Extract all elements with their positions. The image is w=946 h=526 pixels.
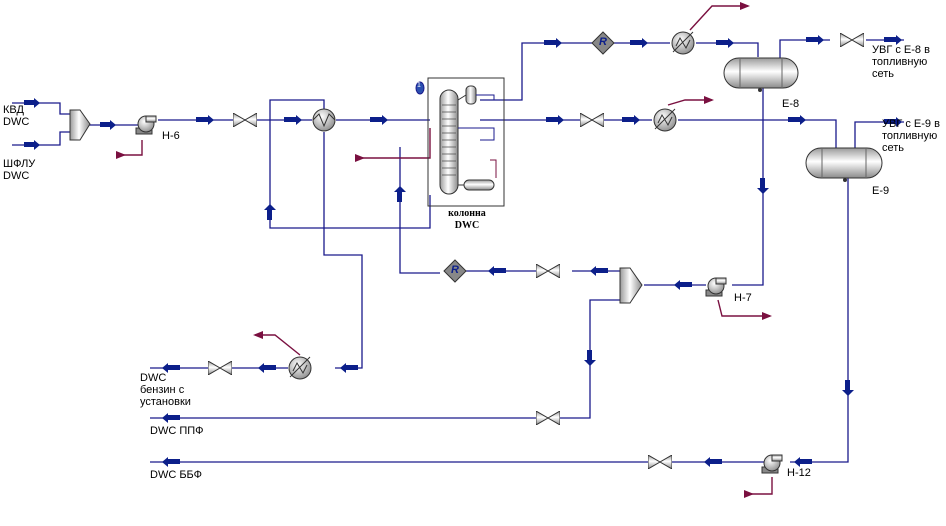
- label-h7: Н-7: [734, 292, 752, 304]
- pump-h7[interactable]: [705, 277, 727, 297]
- heat-exchanger-1[interactable]: [312, 108, 336, 132]
- valve-4[interactable]: [536, 264, 560, 278]
- separator-e9[interactable]: [805, 147, 883, 182]
- recycle-1-label: R: [599, 36, 607, 48]
- valve-3[interactable]: [840, 33, 864, 47]
- label-shflu: ШФЛУ DWC: [3, 158, 36, 182]
- label-ppf: DWC ППФ: [150, 425, 204, 437]
- recycle-2-label: R: [451, 264, 459, 276]
- valve-6[interactable]: [536, 411, 560, 425]
- valve-5[interactable]: [208, 361, 232, 375]
- label-e8: Е-8: [782, 98, 800, 110]
- label-uvg-e8: УВГ с Е-8 в топливную сеть: [872, 44, 930, 80]
- pump-h6[interactable]: [135, 115, 157, 135]
- mixer[interactable]: [69, 109, 91, 141]
- valve-2[interactable]: [580, 113, 604, 127]
- energy-lines: [116, 5, 773, 495]
- flow-arrows: [24, 35, 902, 467]
- label-e9: Е-9: [872, 185, 890, 197]
- energy-arrows: [116, 2, 772, 498]
- label-h12: Н-12: [787, 467, 811, 479]
- label-column: колонна DWC: [448, 208, 486, 231]
- pump-h12[interactable]: [761, 454, 783, 474]
- cooler-2[interactable]: [653, 108, 677, 132]
- column-icon-label: 1: [417, 82, 421, 89]
- recycle-2[interactable]: [443, 259, 467, 283]
- label-h6: Н-6: [162, 130, 180, 142]
- cooler-3[interactable]: [288, 356, 312, 380]
- valve-7[interactable]: [648, 455, 672, 469]
- recycle-1[interactable]: [591, 31, 615, 55]
- splitter[interactable]: [619, 267, 643, 304]
- cooler-1[interactable]: [671, 31, 695, 55]
- column-dwc[interactable]: [415, 77, 505, 207]
- label-bbf: DWC ББФ: [150, 469, 203, 481]
- label-uvg-e9: УВГ с Е-9 в топливную сеть: [882, 118, 940, 154]
- label-benzin: DWC бензин с установки: [140, 372, 191, 408]
- valve-1[interactable]: [233, 113, 257, 127]
- separator-e8[interactable]: [723, 57, 799, 92]
- label-kvd: КВД DWC: [3, 104, 30, 128]
